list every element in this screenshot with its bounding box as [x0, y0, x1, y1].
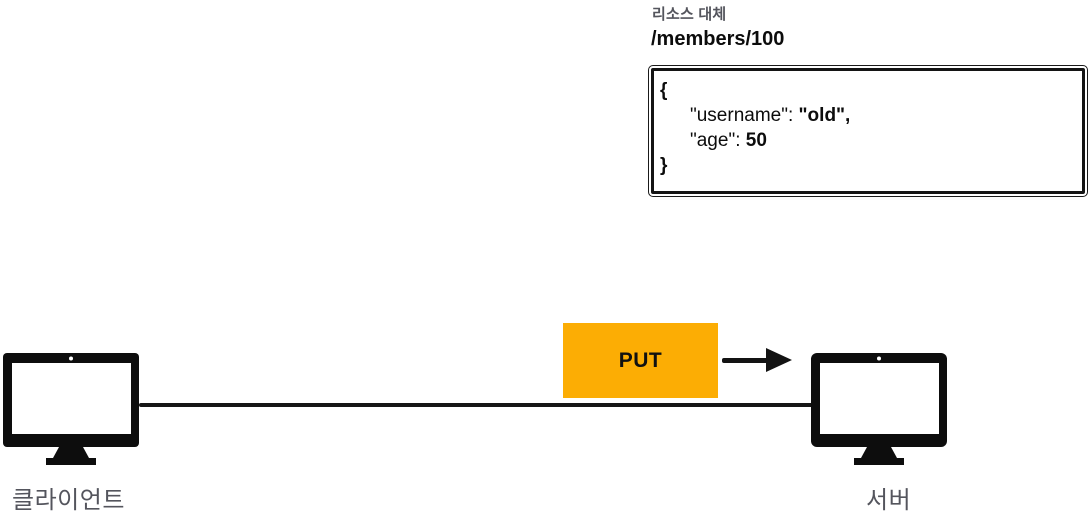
request-path: /members/100: [651, 28, 785, 50]
json-open-brace: {: [660, 80, 668, 101]
json-line-username: "username": "old",: [690, 105, 851, 126]
client-monitor-icon: [3, 353, 139, 465]
connection-line: [139, 403, 813, 407]
annotation-caption: 리소스 대체: [652, 6, 727, 23]
request-arrow-icon: [720, 348, 794, 372]
put-method-label: PUT: [618, 348, 663, 372]
json-line-age: "age": 50: [690, 130, 767, 151]
server-label: 서버: [866, 487, 912, 514]
arrow-shaft: [722, 358, 772, 363]
arrow-head: [766, 348, 792, 372]
client-label: 클라이언트: [12, 487, 125, 514]
put-method-box: PUT: [563, 323, 718, 398]
json-close-brace: }: [660, 155, 668, 176]
json-body-box: { "username": "old", "age": 50 }: [648, 65, 1088, 197]
server-monitor-icon: [811, 353, 947, 465]
